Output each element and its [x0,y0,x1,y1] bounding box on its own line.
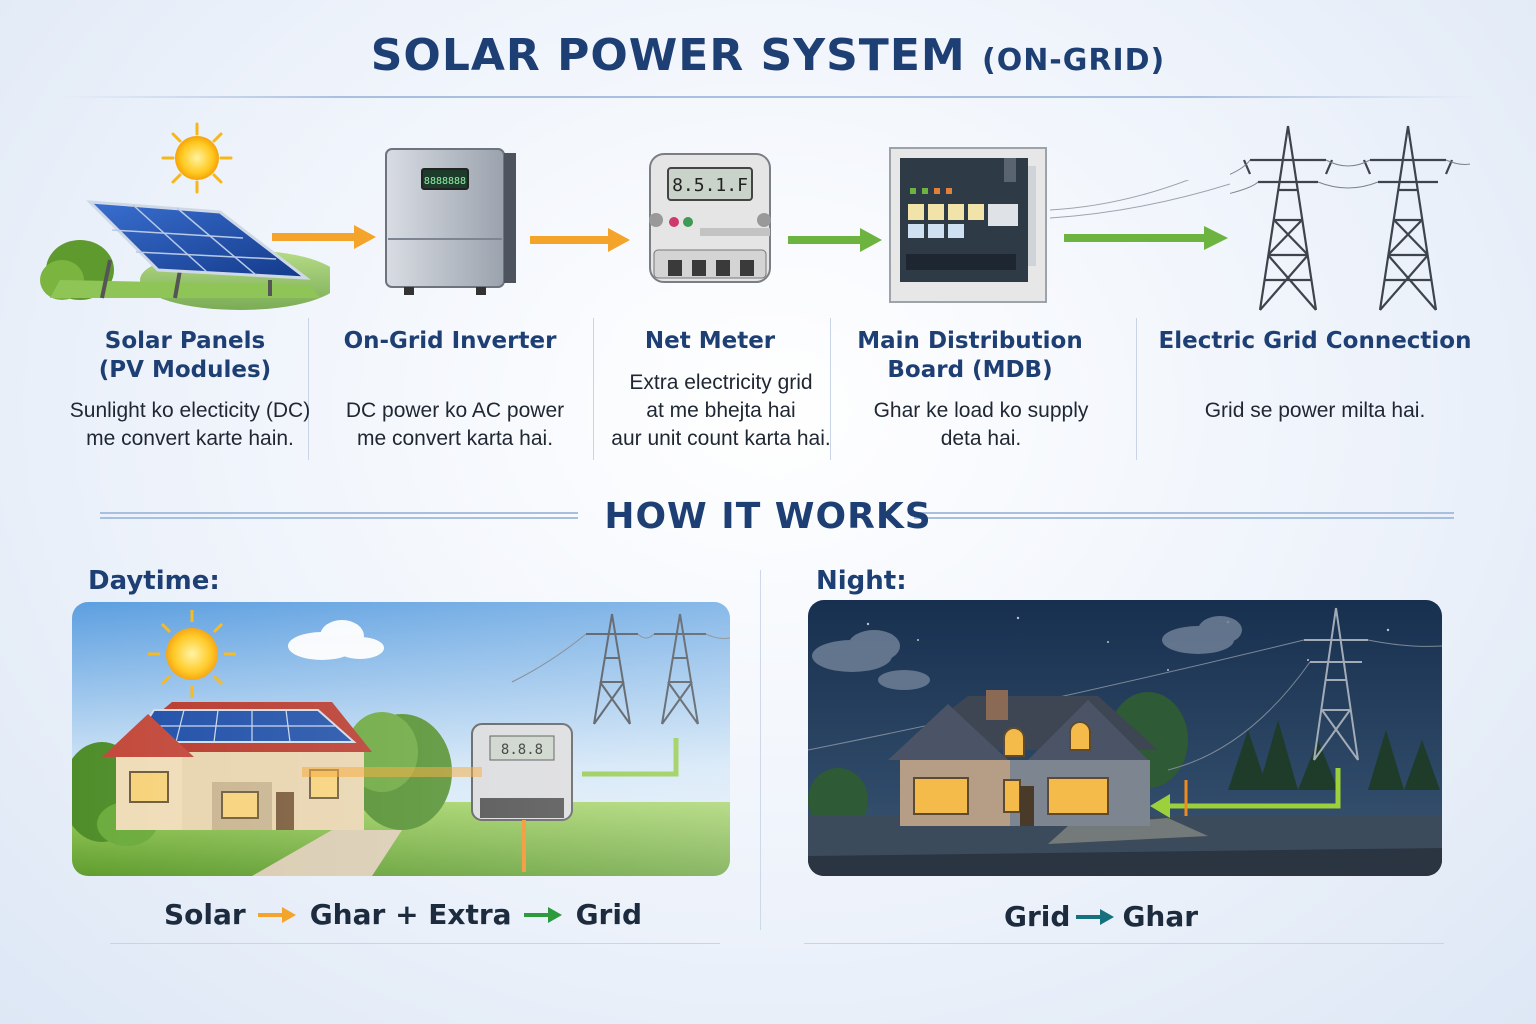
component-desc-solar-panels: Sunlight ko electicity (DC) me convert k… [69,399,311,450]
day-flow-underline [110,943,720,944]
panel-divider [760,570,761,930]
cloud-icon [812,616,1242,690]
day-flow: Solar Ghar + Extra Grid [164,898,642,931]
daytime-label: Daytime: [88,566,220,596]
title-sub: (ON-GRID) [981,43,1166,78]
arrow-orange-2 [530,228,630,252]
separator-3 [830,318,831,460]
night-flow-step-1: Grid [1004,900,1071,933]
component-title-solar-panels: Solar Panels (PV Modules) [98,328,272,383]
night-flow: Grid Ghar [1004,900,1198,933]
component-title-grid: Electric Grid Connection [1158,328,1472,354]
arrow-green-1 [788,228,882,252]
daytime-scene: 8.8.8 [72,602,730,876]
component-desc-mdb: Ghar ke load ko supply deta hai. [873,399,1089,450]
how-divider-left [100,512,578,519]
net-meter-icon: 8.5.1.F [649,153,771,283]
solar-panel-icon [40,122,330,310]
sun-icon [161,122,233,194]
component-title-mdb: Main Distribution Board (MDB) [857,328,1083,383]
day-flow-step-3: Grid [575,898,642,931]
separator-2 [593,318,594,460]
page-title: SOLAR POWER SYSTEM (ON-GRID) [0,30,1536,81]
separator-4 [1136,318,1137,460]
night-flow-underline [804,943,1444,944]
how-divider-right [914,512,1454,519]
arrow-right-icon [1076,908,1115,925]
title-divider [60,96,1476,98]
component-title-net-meter: Net Meter [644,328,776,354]
transmission-tower-icon [1230,125,1470,311]
component-desc-inverter: DC power ko AC power me convert karta ha… [345,399,565,450]
separator-1 [308,318,309,460]
night-scene [808,600,1442,876]
component-title-inverter: On-Grid Inverter [343,328,557,354]
arrow-right-icon [257,906,296,923]
inverter-display: 8888888 [424,176,466,187]
night-flow-step-2: Ghar [1122,900,1199,933]
net-meter-display: 8.5.1.F [672,175,748,196]
power-lines [1050,180,1230,219]
distribution-board-icon [889,147,1047,303]
night-label: Night: [816,566,907,596]
title-main: SOLAR POWER SYSTEM [370,30,966,81]
how-it-works-title: HOW IT WORKS [604,496,932,537]
arrow-orange-1 [272,225,376,249]
arrow-right-icon [523,906,562,923]
component-desc-grid: Grid se power milta hai. [1204,399,1426,422]
component-desc-net-meter: Extra electricity grid at me bhejta hai … [611,371,831,450]
arrow-green-2 [1064,226,1228,250]
day-flow-step-1: Solar [164,898,246,931]
day-flow-step-2: Ghar + Extra [309,898,512,931]
inverter-icon: 8888888 [385,148,516,295]
